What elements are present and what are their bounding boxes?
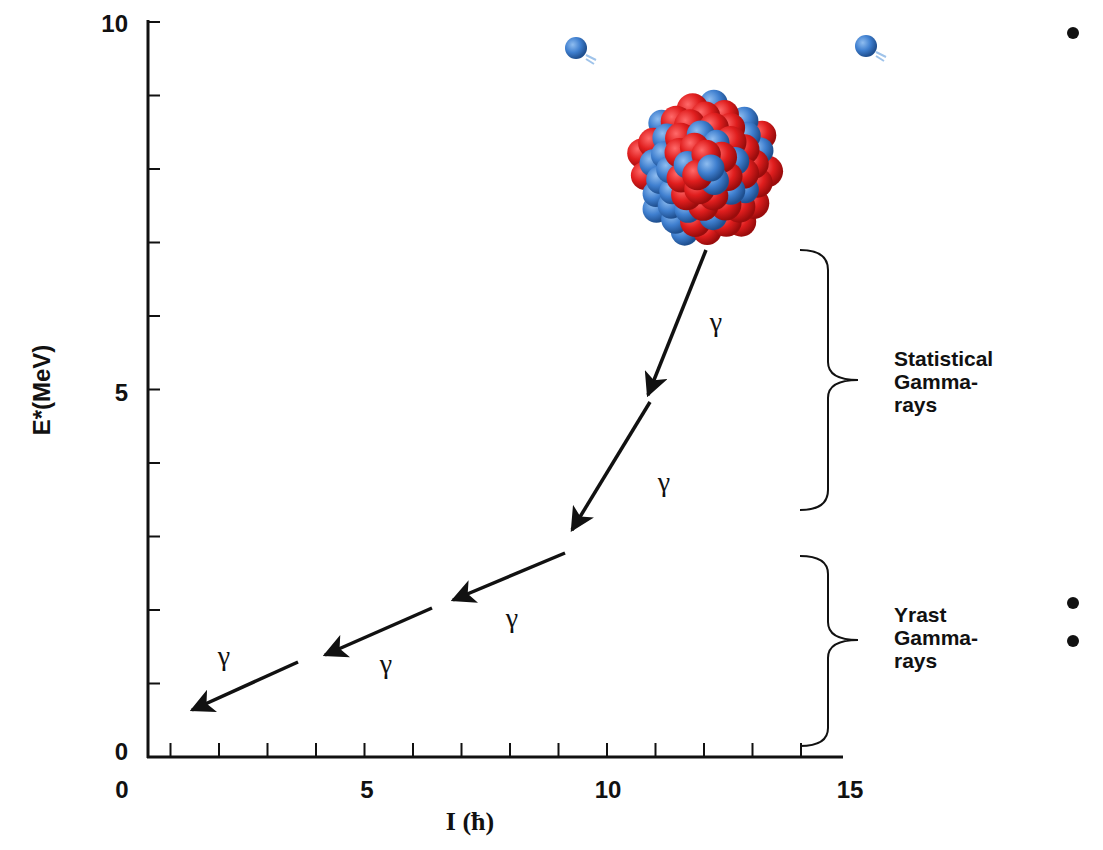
gamma-transition-arrow (453, 553, 565, 600)
y-tick-label: 5 (115, 380, 128, 406)
statistical-bracket (800, 250, 858, 510)
x-tick (558, 743, 560, 757)
tick-marks (148, 22, 801, 757)
y-tick (148, 242, 160, 244)
y-tick (148, 389, 160, 391)
gamma-label: γ (380, 649, 392, 680)
x-tick (315, 743, 317, 757)
y-tick-label: 10 (101, 11, 128, 37)
gamma-label: γ (710, 307, 722, 338)
gamma-label: γ (506, 603, 518, 634)
neutron-trail (586, 59, 594, 64)
y-tick (148, 609, 160, 611)
bullets (1067, 27, 1079, 647)
gamma-label: γ (218, 641, 230, 672)
x-tick (703, 743, 705, 757)
axis-title: I (ħ) (446, 808, 494, 837)
y-tick (148, 95, 160, 97)
axes (147, 20, 843, 758)
x-tick (267, 743, 269, 757)
y-tick-label: 0 (115, 739, 128, 765)
bullet-dot (1067, 597, 1079, 609)
x-tick (170, 743, 172, 757)
x-tick-label: 0 (115, 777, 128, 803)
bullet-dot (1067, 635, 1079, 647)
axis-title: E*(MeV) (29, 345, 55, 436)
transition-arrows (192, 250, 706, 710)
x-tick (461, 743, 463, 757)
yrast-bracket (800, 556, 858, 746)
neutron (565, 37, 587, 59)
x-tick-label: 5 (360, 777, 373, 803)
y-tick (148, 462, 160, 464)
bracket-label: Yrast Gamma-rays (894, 603, 978, 672)
x-tick (655, 743, 657, 757)
x-tick (412, 743, 414, 757)
y-tick (148, 21, 160, 23)
brackets (800, 250, 858, 746)
nucleus-illustration (627, 90, 783, 246)
y-tick (148, 536, 160, 538)
gamma-label: γ (658, 467, 670, 498)
gamma-transition-arrow (192, 662, 298, 710)
x-axis (147, 756, 843, 759)
bracket-label: Statistical Gamma-rays (894, 347, 993, 416)
y-tick (148, 315, 160, 317)
x-tick (364, 743, 366, 757)
gamma-transition-arrow (572, 402, 650, 530)
neutron (855, 35, 877, 57)
x-tick (752, 743, 754, 757)
gamma-transition-arrow (648, 250, 706, 395)
x-tick (509, 743, 511, 757)
x-tick (218, 743, 220, 757)
gamma-transition-arrow (325, 608, 432, 655)
neutron (697, 154, 724, 181)
emitted-neutrons (565, 35, 886, 64)
x-tick (606, 743, 608, 757)
neutron-trail (876, 56, 884, 61)
x-tick-label: 15 (837, 777, 864, 803)
y-tick (148, 683, 160, 685)
y-tick (148, 168, 160, 170)
y-tick (148, 756, 160, 758)
bullet-dot (1067, 27, 1079, 39)
x-tick-label: 10 (595, 777, 622, 803)
